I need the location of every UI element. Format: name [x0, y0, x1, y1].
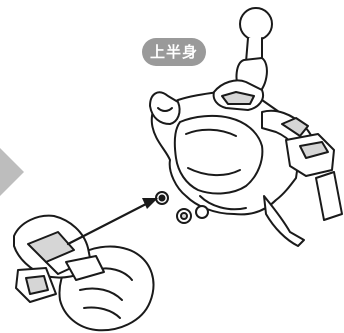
upper-body-label: 上半身	[142, 38, 206, 66]
assembly-arrow-icon	[68, 198, 158, 244]
arm-part-icon	[14, 216, 153, 331]
step-pointer-icon	[0, 148, 24, 196]
